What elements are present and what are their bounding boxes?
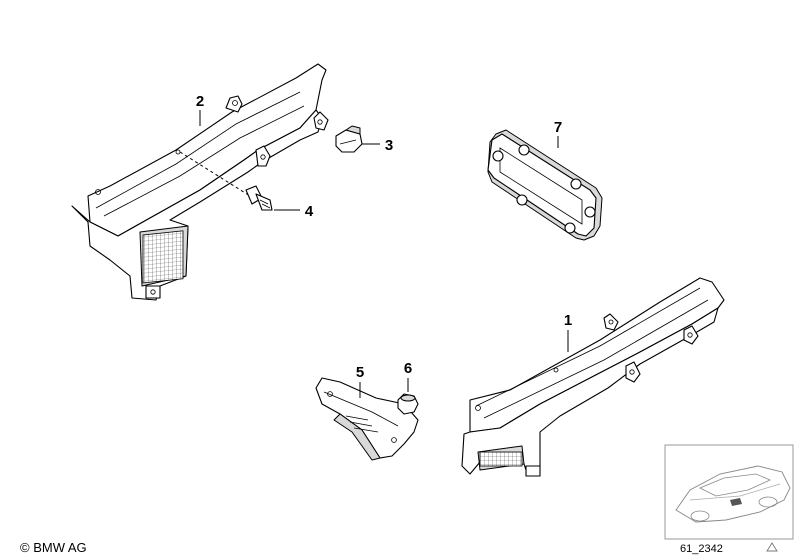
callout-1: 1 xyxy=(564,312,572,329)
part-3-clip xyxy=(335,125,363,153)
callout-7: 7 xyxy=(554,119,562,136)
callout-5: 5 xyxy=(356,364,364,381)
part-6-grommet xyxy=(397,393,419,415)
warning-triangle-icon xyxy=(766,542,778,552)
part-5-cover xyxy=(315,377,419,461)
part-1-trim-cover xyxy=(461,277,725,477)
callout-6: 6 xyxy=(404,360,412,377)
callout-4: 4 xyxy=(305,203,314,220)
copyright-text: © BMW AG xyxy=(20,540,87,555)
diagram-reference-number: 61_2342 xyxy=(680,543,723,555)
callout-3: 3 xyxy=(385,137,393,154)
part-4-screw xyxy=(245,185,273,211)
vehicle-thumbnail xyxy=(664,444,794,540)
callout-2: 2 xyxy=(196,93,204,110)
part-2-trim-cover xyxy=(71,63,329,301)
assembly-line xyxy=(179,151,251,197)
part-7-seal xyxy=(487,129,603,241)
